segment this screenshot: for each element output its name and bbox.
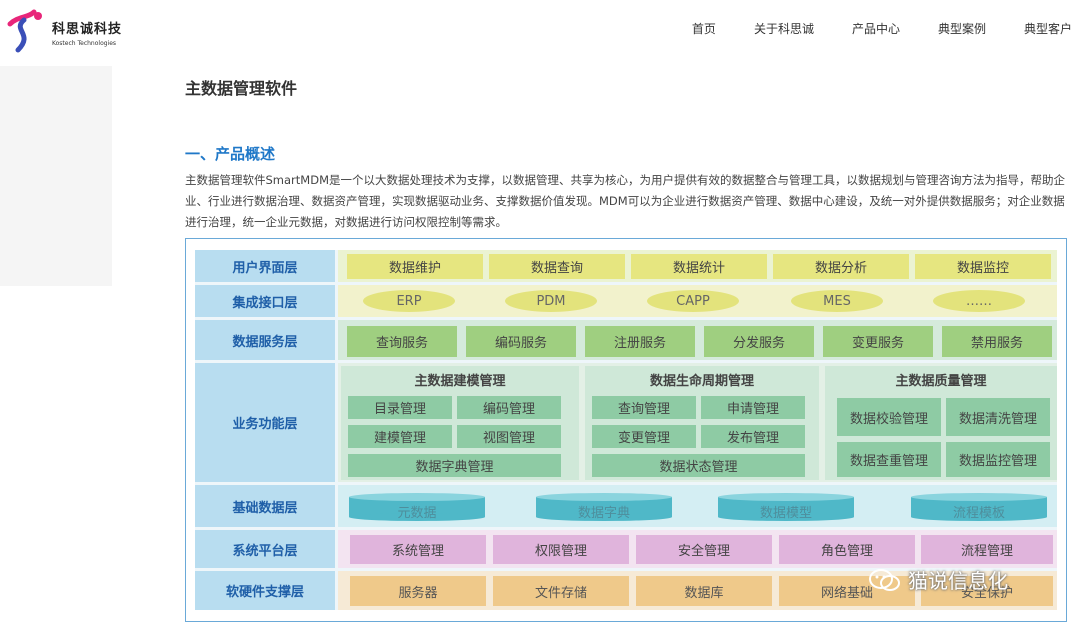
modeling-dictionary: 数据字典管理 xyxy=(348,454,561,477)
nav-about[interactable]: 关于科思诚 xyxy=(753,22,814,36)
integration-more: …… xyxy=(933,290,1025,312)
service-register: 注册服务 xyxy=(585,326,695,357)
ui-item-statistics: 数据统计 xyxy=(631,254,767,279)
watermark: 猫说信息化 xyxy=(868,565,1008,594)
quality-validate: 数据校验管理 xyxy=(837,398,941,436)
nav-products[interactable]: 产品中心 xyxy=(851,22,900,36)
main-nav: 首页 关于科思诚 产品中心 典型案例 典型客户 xyxy=(654,20,1072,37)
service-disable: 禁用服务 xyxy=(942,326,1052,357)
ui-item-monitor: 数据监控 xyxy=(915,254,1051,279)
group-lifecycle-title: 数据生命周期管理 xyxy=(649,374,754,389)
brand-logo[interactable]: 科思诚科技 Kostech Technologies xyxy=(4,6,124,54)
group-modeling-title: 主数据建模管理 xyxy=(414,374,506,389)
support-server: 服务器 xyxy=(350,576,486,606)
wechat-icon xyxy=(869,568,900,591)
overview-paragraph: 主数据管理软件SmartMDM是一个以大数据处理技术为支撑，以数据管理、共享为核… xyxy=(185,173,1065,229)
integration-erp: ERP xyxy=(363,290,455,312)
layer-label-service: 数据服务层 xyxy=(195,320,335,360)
architecture-diagram: 用户界面层 集成接口层 数据服务层 业务功能层 基础数据层 系统平台层 软硬件支… xyxy=(185,238,1067,622)
platform-workflow: 流程管理 xyxy=(921,535,1053,564)
lifecycle-apply: 申请管理 xyxy=(701,396,805,419)
base-dictionary: 数据字典 xyxy=(535,492,673,522)
base-workflow-label: 流程模板 xyxy=(952,505,1005,521)
section-title: 一、产品概述 xyxy=(185,145,276,163)
modeling-view: 视图管理 xyxy=(457,425,561,448)
group-quality: 主数据质量管理 数据校验管理 数据清洗管理 数据查重管理 数据监控管理 xyxy=(825,366,1057,480)
lifecycle-status: 数据状态管理 xyxy=(592,454,805,477)
support-file-storage: 文件存储 xyxy=(493,576,629,606)
base-metadata: 元数据 xyxy=(348,492,486,522)
sidebar-panel xyxy=(0,66,112,286)
ui-item-analysis: 数据分析 xyxy=(773,254,909,279)
layer-label-support: 软硬件支撑层 xyxy=(195,571,335,610)
quality-monitor: 数据监控管理 xyxy=(946,442,1050,477)
service-query: 查询服务 xyxy=(347,326,457,357)
platform-system: 系统管理 xyxy=(350,535,486,564)
lifecycle-change: 变更管理 xyxy=(592,425,696,448)
quality-dedupe: 数据查重管理 xyxy=(837,442,941,477)
integration-pdm: PDM xyxy=(505,290,597,312)
support-database: 数据库 xyxy=(636,576,772,606)
layer-label-integration: 集成接口层 xyxy=(195,285,335,317)
lifecycle-query: 查询管理 xyxy=(592,396,696,419)
brand-subtitle: Kostech Technologies xyxy=(52,40,117,47)
modeling-catalog: 目录管理 xyxy=(348,396,452,419)
database-cylinder-icon xyxy=(349,493,485,521)
modeling-code: 编码管理 xyxy=(457,396,561,419)
group-modeling: 主数据建模管理 目录管理 编码管理 建模管理 视图管理 数据字典管理 xyxy=(341,366,579,480)
service-encode: 编码服务 xyxy=(466,326,576,357)
quality-cleanse: 数据清洗管理 xyxy=(946,398,1050,436)
platform-role: 角色管理 xyxy=(779,535,915,564)
nav-customers[interactable]: 典型客户 xyxy=(1023,22,1072,36)
layer-label-platform: 系统平台层 xyxy=(195,530,335,568)
modeling-model: 建模管理 xyxy=(348,425,452,448)
service-row xyxy=(338,320,1057,360)
base-workflow-template: 流程模板 xyxy=(910,492,1048,522)
page-title: 主数据管理软件 xyxy=(185,79,298,98)
base-model-label: 数据模型 xyxy=(759,505,812,521)
ui-item-query: 数据查询 xyxy=(489,254,625,279)
support-security-protection: 安全保护 xyxy=(921,576,1053,606)
database-cylinder-icon xyxy=(718,493,854,521)
site-header: 科思诚科技 Kostech Technologies 首页 关于科思诚 产品中心… xyxy=(0,0,1080,64)
lifecycle-publish: 发布管理 xyxy=(701,425,805,448)
brand-name: 科思诚科技 xyxy=(52,22,123,37)
platform-security: 安全管理 xyxy=(636,535,772,564)
layer-label-ui: 用户界面层 xyxy=(195,250,335,282)
nav-home[interactable]: 首页 xyxy=(691,22,716,36)
layer-label-base: 基础数据层 xyxy=(195,485,335,527)
group-lifecycle: 数据生命周期管理 查询管理 申请管理 变更管理 发布管理 数据状态管理 xyxy=(585,366,819,480)
platform-permission: 权限管理 xyxy=(493,535,629,564)
ui-item-maintain: 数据维护 xyxy=(347,254,483,279)
diagram-body: 用户界面层 集成接口层 数据服务层 业务功能层 基础数据层 系统平台层 软硬件支… xyxy=(195,250,1057,610)
service-change: 变更服务 xyxy=(823,326,933,357)
service-distribute: 分发服务 xyxy=(704,326,814,357)
base-model: 数据模型 xyxy=(717,492,855,522)
base-metadata-label: 元数据 xyxy=(397,505,437,521)
group-quality-title: 主数据质量管理 xyxy=(895,374,987,389)
integration-capp: CAPP xyxy=(647,290,739,312)
logo-mark-icon xyxy=(7,9,42,53)
layer-label-business: 业务功能层 xyxy=(195,363,335,482)
database-cylinder-icon xyxy=(911,493,1047,521)
base-dictionary-label: 数据字典 xyxy=(577,505,630,521)
database-cylinder-icon xyxy=(536,493,672,521)
watermark-text: 猫说信息化 xyxy=(908,569,1008,593)
nav-cases[interactable]: 典型案例 xyxy=(937,22,986,36)
integration-mes: MES xyxy=(791,290,883,312)
